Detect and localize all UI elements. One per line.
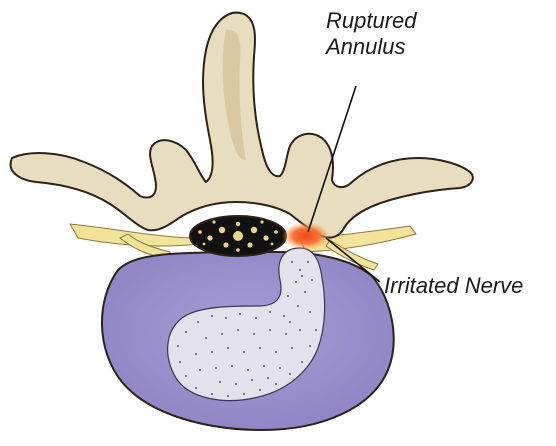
- ruptured-annulus-label-line2: Annulus: [326, 34, 417, 60]
- ruptured-annulus-label-line1: Ruptured: [326, 8, 417, 34]
- irritated-nerve-label: Irritated Nerve: [384, 273, 523, 299]
- rupture-highlight: [282, 222, 330, 250]
- ruptured-annulus-label: Ruptured Annulus: [326, 8, 417, 60]
